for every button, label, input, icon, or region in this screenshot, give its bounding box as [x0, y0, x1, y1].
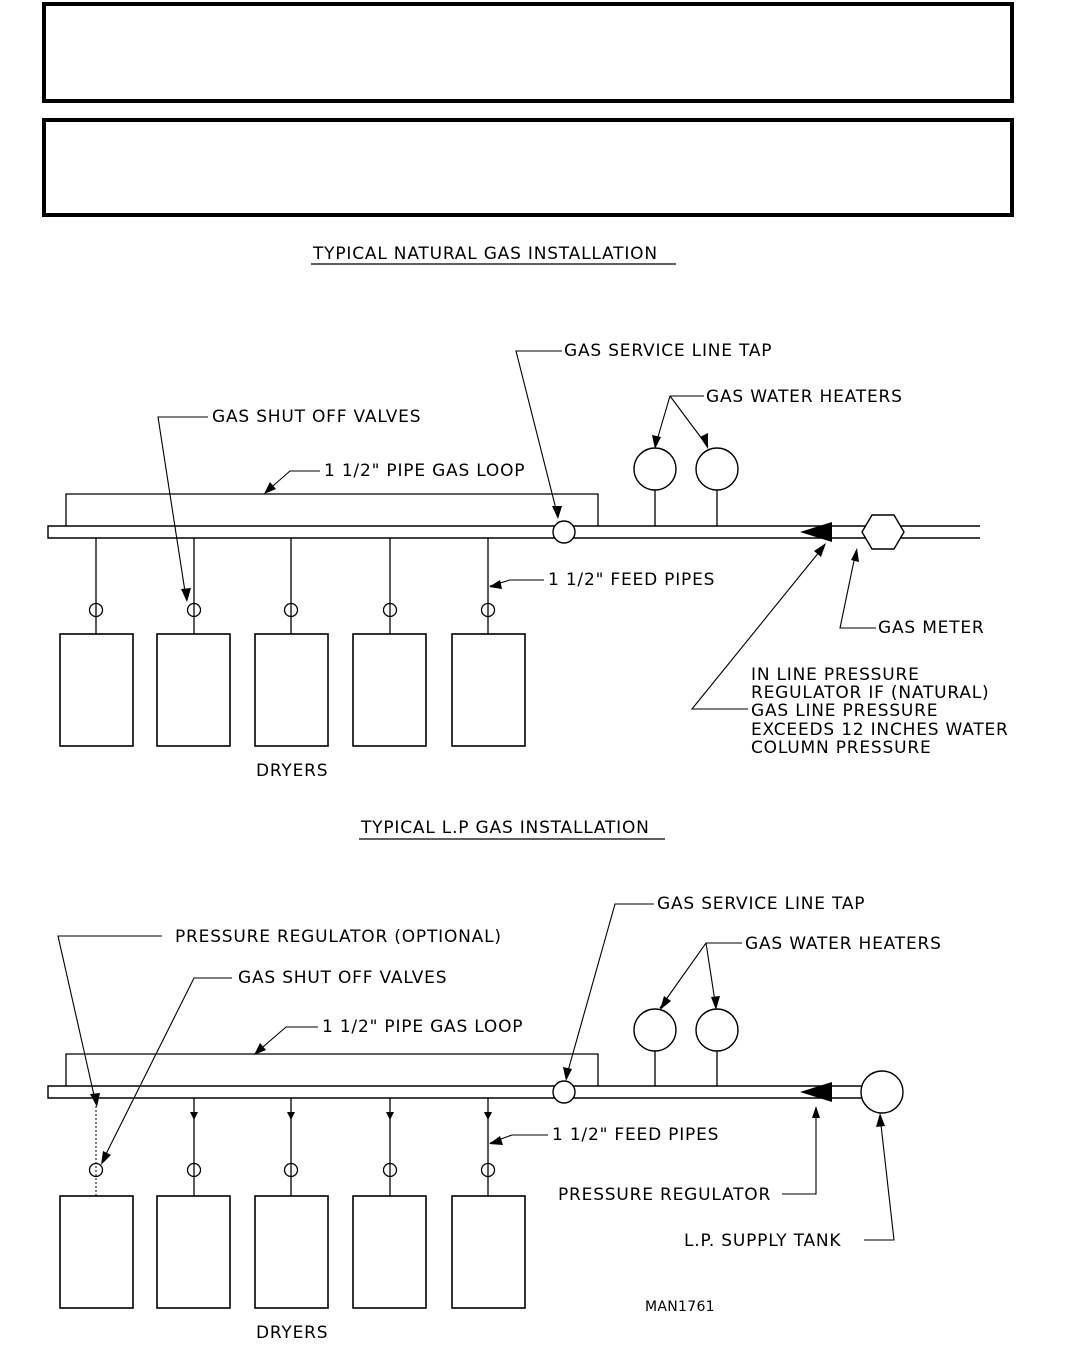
natural-feed-pipes: [95, 538, 489, 634]
svg-text:EXCEEDS 12 INCHES WATER: EXCEEDS 12 INCHES WATER: [751, 720, 1009, 740]
lp-service-tap-label: GAS SERVICE LINE TAP: [657, 894, 865, 914]
lp-shutoff-valves: [88, 1162, 496, 1178]
svg-text:COLUMN PRESSURE: COLUMN PRESSURE: [751, 738, 932, 758]
lp-supply-tank-icon: [860, 1070, 904, 1114]
lp-pressure-regulator-label: PRESSURE REGULATOR: [558, 1185, 771, 1205]
natural-dryers-label: DRYERS: [256, 761, 328, 781]
natural-service-tap-label: GAS SERVICE LINE TAP: [564, 341, 772, 361]
natural-service-tap-icon: [552, 520, 576, 544]
lp-tank-leader: [864, 1115, 895, 1241]
natural-gas-meter-label: GAS METER: [878, 618, 985, 638]
natural-tap-leader: [515, 350, 562, 518]
natural-feed-pipes-label: 1 1/2" FEED PIPES: [548, 570, 715, 590]
svg-text:IN LINE PRESSURE: IN LINE PRESSURE: [751, 665, 920, 685]
drawing-code: MAN1761: [645, 1299, 715, 1315]
lp-tap-leader: [565, 903, 654, 1079]
natural-regulator-leader: [690, 545, 825, 710]
lp-pipe-loop: [65, 1053, 599, 1086]
natural-title: TYPICAL NATURAL GAS INSTALLATION: [312, 244, 658, 264]
lp-dryers: [59, 1195, 526, 1309]
lp-service-tap-icon: [552, 1080, 576, 1104]
lp-loop-leader: [255, 1026, 318, 1054]
lp-dryers-label: DRYERS: [256, 1323, 328, 1343]
natural-dryers: [59, 633, 526, 747]
natural-loop-leader: [265, 470, 320, 493]
lp-gas-section: TYPICAL L.P GAS INSTALLATION: [47, 818, 942, 1343]
natural-main-gas-line: [47, 525, 980, 539]
natural-water-heaters-label: GAS WATER HEATERS: [706, 387, 903, 407]
natural-heater-leader-1: [654, 395, 704, 448]
lp-optional-regulator-leader: [57, 935, 162, 1105]
lp-heater-leader-1: [659, 942, 742, 1009]
natural-shutoff-valves: [88, 602, 496, 618]
header-box-top: [42, 2, 1014, 103]
lp-pipe-loop-label: 1 1/2" PIPE GAS LOOP: [322, 1017, 523, 1037]
natural-pipe-loop: [65, 493, 599, 526]
natural-valve-leader: [157, 416, 208, 599]
natural-gas-meter-icon: [861, 514, 905, 550]
lp-pressure-regulator-icon: [800, 1082, 832, 1102]
natural-meter-leader: [839, 550, 876, 629]
lp-water-heaters-label: GAS WATER HEATERS: [745, 934, 942, 954]
natural-water-heaters-icon: [633, 447, 739, 526]
header-box-second: [42, 118, 1014, 217]
natural-pipe-loop-label: 1 1/2" PIPE GAS LOOP: [324, 461, 525, 481]
svg-text:GAS LINE PRESSURE: GAS LINE PRESSURE: [751, 701, 938, 721]
natural-shutoff-label: GAS SHUT OFF VALVES: [212, 407, 421, 427]
lp-supply-tank-label: L.P. SUPPLY TANK: [684, 1231, 841, 1251]
lp-feed-pipes-label: 1 1/2" FEED PIPES: [552, 1125, 719, 1145]
lp-shutoff-label: GAS SHUT OFF VALVES: [238, 968, 447, 988]
lp-regulator-leader: [782, 1112, 817, 1195]
lp-feed-regulator-icons: [190, 1112, 492, 1120]
lp-optional-regulator-label: PRESSURE REGULATOR (OPTIONAL): [175, 927, 502, 947]
svg-text:REGULATOR IF (NATURAL): REGULATOR IF (NATURAL): [751, 683, 989, 703]
lp-valve-leader: [101, 977, 232, 1163]
natural-regulator-note: IN LINE PRESSURE REGULATOR IF (NATURAL) …: [751, 665, 1009, 758]
natural-regulator-icon: [800, 522, 832, 542]
lp-main-gas-line: [47, 1085, 862, 1099]
natural-gas-section: TYPICAL NATURAL GAS INSTALLATION: [47, 244, 1009, 781]
lp-title: TYPICAL L.P GAS INSTALLATION: [360, 818, 650, 838]
lp-water-heaters-icon: [633, 1008, 739, 1086]
